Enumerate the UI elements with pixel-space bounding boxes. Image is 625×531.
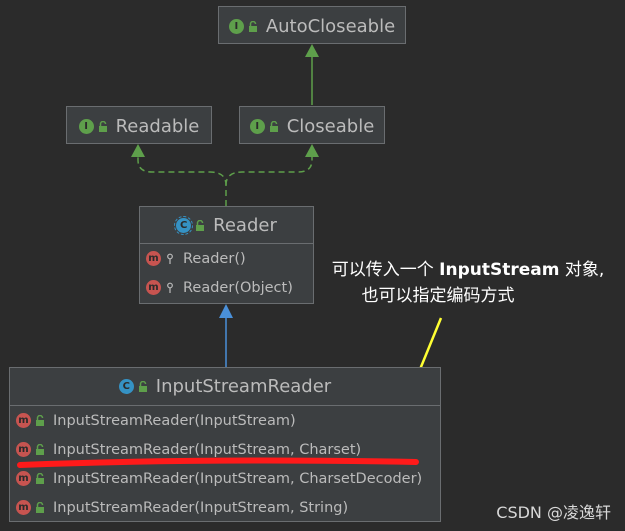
autocloseable-title: AutoCloseable [265,15,396,37]
class-icon: C [118,379,134,394]
watermark: CSDN @凌逸轩 [496,503,611,522]
reader-implements-readable-line [137,157,227,206]
method-label: Reader(Object) [183,279,293,296]
interface-icon: I [78,118,94,134]
isr-constructor-row[interactable]: m InputStreamReader(InputStream, Charset… [10,435,440,464]
annotation-text: 可以传入一个 InputStream 对象, 也可以指定编码方式 [298,257,625,309]
public-lock-icon [138,381,148,392]
method-label: InputStreamReader(InputStream) [53,412,296,429]
annotation-line2: 也可以指定编码方式 [361,286,515,306]
readable-title: Readable [115,115,200,137]
public-lock-icon [35,415,45,426]
readable-node[interactable]: I Readable [66,106,212,144]
method-icon: m [16,413,31,428]
method-icon: m [146,251,161,266]
autocloseable-arrowhead [305,44,319,57]
public-lock-icon [35,444,45,455]
method-label: InputStreamReader(InputStream, String) [53,499,349,516]
method-icon: m [16,442,31,457]
protected-key-icon [165,253,175,264]
isr-constructor-row[interactable]: m InputStreamReader(InputStream) [10,406,440,435]
inputstreamreader-title: InputStreamReader [155,376,332,397]
interface-icon: I [228,18,244,34]
reader-arrowhead [219,304,233,318]
reader-constructor-row[interactable]: m Reader() [140,244,313,273]
public-lock-icon [195,219,205,231]
autocloseable-node[interactable]: I AutoCloseable [218,6,406,44]
method-label: Reader() [183,250,246,267]
method-label: InputStreamReader(InputStream, CharsetDe… [53,470,423,487]
protected-key-icon [165,282,175,293]
closeable-arrowhead [305,144,319,157]
readable-arrowhead [131,144,145,157]
closeable-node[interactable]: I Closeable [239,106,385,144]
annotation-line1-prefix: 可以传入一个 [331,260,440,280]
annotation-line1-suffix: 对象, [559,260,605,280]
annotation-line1-bold: InputStream [439,260,560,280]
inputstreamreader-node[interactable]: C InputStreamReader m InputStreamReader(… [9,367,441,522]
isr-constructor-row[interactable]: m InputStreamReader(InputStream, Charset… [10,464,440,493]
isr-constructor-row[interactable]: m InputStreamReader(InputStream, String) [10,493,440,522]
method-label: InputStreamReader(InputStream, Charset) [53,441,362,458]
method-icon: m [146,280,161,295]
closeable-title: Closeable [286,115,375,137]
interface-icon: I [249,118,265,134]
abstract-class-icon: C [174,215,194,235]
reader-title: Reader [213,214,277,236]
public-lock-icon [248,20,258,32]
reader-node[interactable]: C Reader m Reader() m Reader(Object) [139,206,314,304]
public-lock-icon [35,473,45,484]
method-icon: m [16,471,31,486]
public-lock-icon [98,120,108,132]
method-icon: m [16,500,31,515]
public-lock-icon [269,120,279,132]
public-lock-icon [35,502,45,513]
reader-constructor-row[interactable]: m Reader(Object) [140,273,313,302]
